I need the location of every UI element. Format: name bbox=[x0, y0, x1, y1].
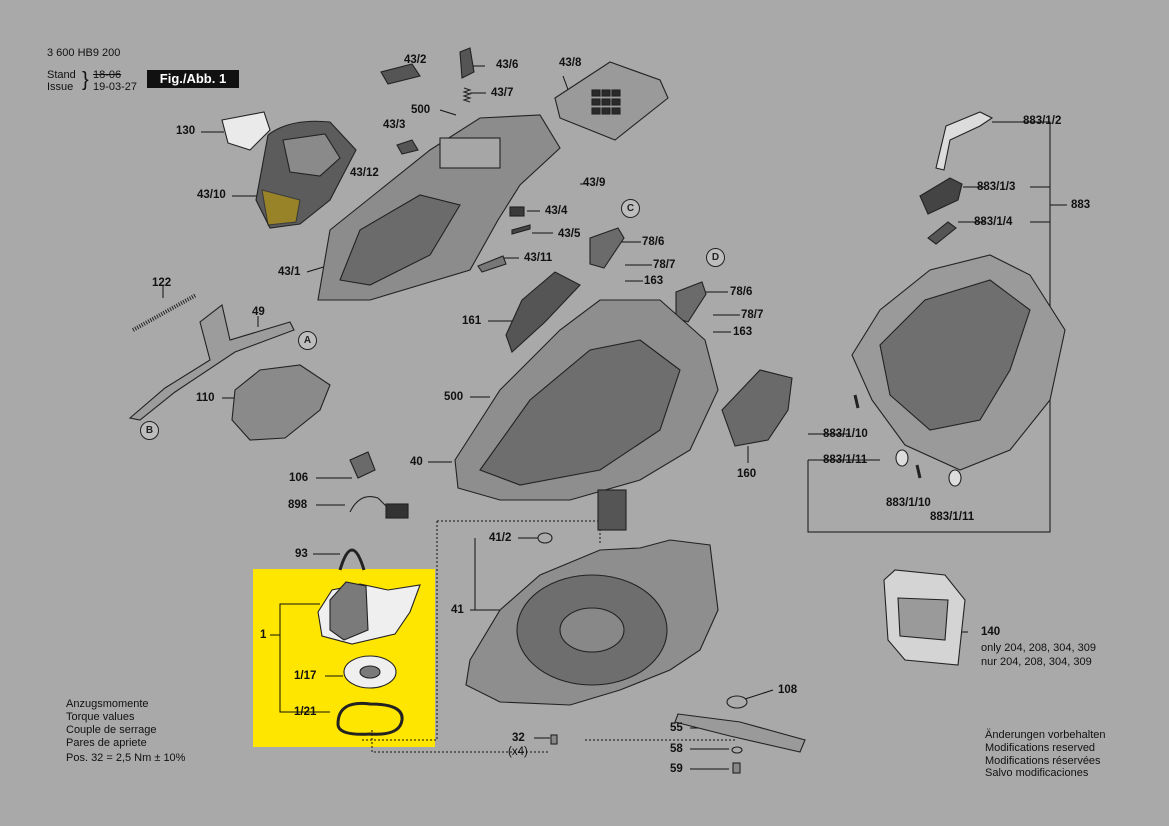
part-label-883-1-10-left: 883/1/10 bbox=[823, 428, 868, 440]
part-label-500-upper: 500 bbox=[411, 104, 431, 116]
part-label-110: 110 bbox=[196, 392, 215, 404]
part-label-106: 106 bbox=[289, 472, 309, 484]
part-label-49: 49 bbox=[252, 306, 265, 318]
part-label-43-8: 43/8 bbox=[559, 57, 582, 69]
notice-fr: Modifications réservées bbox=[985, 755, 1101, 767]
notice-de: Änderungen vorbehalten bbox=[985, 729, 1106, 741]
part-label-43-11: 43/11 bbox=[524, 252, 553, 264]
part-label-130: 130 bbox=[176, 125, 196, 137]
part-label-43-4: 43/4 bbox=[545, 205, 568, 217]
part-label-500-lower: 500 bbox=[444, 391, 464, 403]
stand-value: 18-06 bbox=[93, 69, 122, 81]
brace-glyph: } bbox=[82, 69, 89, 91]
torque-heading-de: Anzugsmomente bbox=[66, 698, 149, 710]
part-label-55: 55 bbox=[670, 722, 683, 734]
part-label-883-1-3: 883/1/3 bbox=[977, 181, 1016, 193]
callout-a: A bbox=[298, 331, 317, 350]
issue-value: 19-03-27 bbox=[93, 81, 138, 93]
torque-heading-fr: Couple de serrage bbox=[66, 724, 157, 736]
part-label-883-1-4: 883/1/4 bbox=[974, 216, 1013, 228]
part-label-160: 160 bbox=[737, 468, 757, 480]
part-label-883-1-11-left: 883/1/11 bbox=[823, 454, 868, 466]
part-label-93: 93 bbox=[295, 548, 308, 560]
callout-c: C bbox=[621, 199, 640, 218]
part-label-78-7-d: 78/7 bbox=[741, 309, 764, 321]
issue-label: Issue bbox=[47, 81, 74, 93]
part-label-161: 161 bbox=[462, 315, 482, 327]
part-140-note-en: only 204, 208, 304, 309 bbox=[981, 642, 1096, 654]
part-label-1: 1 bbox=[260, 629, 267, 641]
callout-d: D bbox=[706, 248, 725, 267]
figure-label: Fig./Abb. 1 bbox=[147, 70, 239, 88]
part-label-883: 883 bbox=[1071, 199, 1091, 211]
part-label-163-d: 163 bbox=[733, 326, 753, 338]
callout-b: B bbox=[140, 421, 159, 440]
part-label-43-12: 43/12 bbox=[350, 167, 379, 179]
part-label-43-1: 43/1 bbox=[278, 266, 301, 278]
part-label-43-2: 43/2 bbox=[404, 54, 427, 66]
torque-heading-en: Torque values bbox=[66, 711, 135, 723]
torque-heading-es: Pares de apriete bbox=[66, 737, 147, 749]
part-label-122: 122 bbox=[152, 277, 172, 289]
part-label-108: 108 bbox=[778, 684, 798, 696]
part-label-41-2: 41/2 bbox=[489, 532, 512, 544]
part-label-58: 58 bbox=[670, 743, 683, 755]
part-label-163-c: 163 bbox=[644, 275, 664, 287]
part-label-898: 898 bbox=[288, 499, 308, 511]
part-label-43-3: 43/3 bbox=[383, 119, 406, 131]
part-label-78-7-c: 78/7 bbox=[653, 259, 676, 271]
stand-label: Stand bbox=[47, 69, 76, 81]
part-label-43-7: 43/7 bbox=[491, 87, 514, 99]
part-140-note-de: nur 204, 208, 304, 309 bbox=[981, 656, 1092, 668]
part-label-1-21: 1/21 bbox=[294, 706, 317, 718]
part-label-78-6-d: 78/6 bbox=[730, 286, 753, 298]
document-number: 3 600 HB9 200 bbox=[47, 47, 121, 59]
part-label-78-6-c: 78/6 bbox=[642, 236, 665, 248]
notice-en: Modifications reserved bbox=[985, 742, 1096, 754]
part-label-43-10: 43/10 bbox=[197, 189, 226, 201]
part-label-41: 41 bbox=[451, 604, 464, 616]
part-label-32-quantity: (x4) bbox=[508, 746, 528, 758]
notice-es: Salvo modificaciones bbox=[985, 767, 1089, 779]
part-label-32: 32 bbox=[512, 732, 525, 744]
part-label-140: 140 bbox=[981, 626, 1001, 638]
part-label-40: 40 bbox=[410, 456, 423, 468]
torque-value: Pos. 32 = 2,5 Nm ± 10% bbox=[66, 752, 186, 764]
part-label-883-1-11-right: 883/1/11 bbox=[930, 511, 975, 523]
part-label-883-1-10-right: 883/1/10 bbox=[886, 497, 931, 509]
part-label-43-5: 43/5 bbox=[558, 228, 581, 240]
part-label-883-1-2: 883/1/2 bbox=[1023, 115, 1062, 127]
part-label-59: 59 bbox=[670, 763, 683, 775]
part-label-43-9: 43/9 bbox=[583, 177, 606, 189]
part-label-1-17: 1/17 bbox=[294, 670, 317, 682]
part-label-43-6: 43/6 bbox=[496, 59, 519, 71]
